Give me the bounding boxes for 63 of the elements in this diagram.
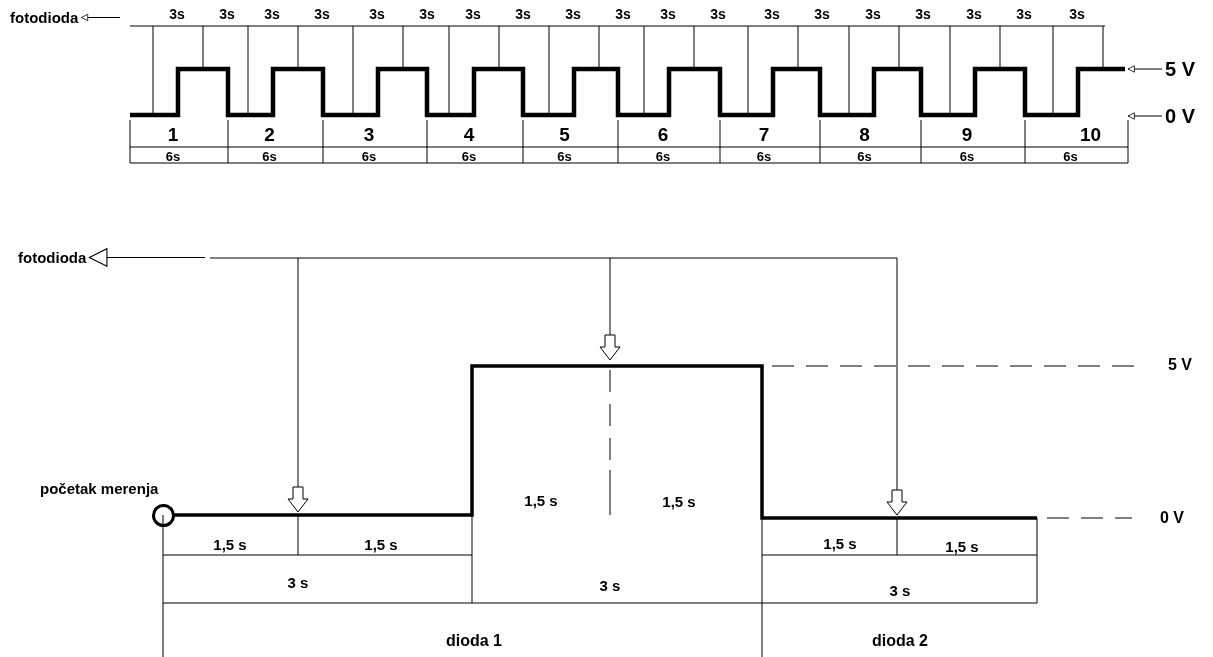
cycle-number: 7: [758, 124, 770, 144]
cycle-number: 6: [657, 124, 669, 144]
time-label: 6s: [959, 149, 975, 163]
time-label: 6s: [165, 149, 181, 163]
time-label: 6s: [262, 149, 277, 163]
time-label: 3s: [865, 7, 881, 21]
cycle-number: 8: [859, 124, 870, 144]
cycle-number: 2: [264, 124, 275, 144]
cycle-number: 10: [1079, 124, 1102, 144]
time-label: 3s: [660, 7, 676, 21]
time-label: 6s: [461, 149, 477, 163]
start-label: početak merenja: [40, 481, 159, 496]
time-label: 6s: [857, 149, 872, 163]
time-label: 3s: [419, 7, 435, 21]
voltage-label: 5 V: [1165, 59, 1196, 79]
time-label: 3s: [814, 7, 830, 21]
time-label: 3s: [615, 7, 631, 21]
time-label: 6s: [756, 149, 772, 163]
duration-label: 1,5 s: [823, 535, 857, 551]
time-label: 6s: [361, 149, 377, 163]
duration-label: 1,5 s: [213, 536, 247, 552]
time-label: 3s: [764, 7, 780, 21]
time-label: 6s: [1063, 149, 1078, 163]
cycle-number: 4: [463, 124, 475, 144]
start-marker-circle: [152, 504, 175, 527]
time-label: 6s: [655, 149, 671, 163]
time-label: 3s: [169, 7, 185, 21]
duration-label: 3 s: [599, 577, 621, 593]
arrow: [80, 13, 121, 22]
time-label: 3s: [369, 7, 385, 21]
time-label: 6s: [557, 149, 572, 163]
section-label: dioda 2: [872, 633, 928, 649]
sensor-label: fotodioda: [10, 10, 79, 25]
voltage-label: 5 V: [1168, 357, 1192, 373]
duration-label: 1,5 s: [945, 538, 979, 554]
cycle-number: 5: [559, 124, 570, 144]
square-waveform: [130, 66, 1125, 118]
duration-label: 1,5 s: [364, 536, 398, 552]
duration-label: 1,5 s: [662, 493, 696, 509]
arrow: [1127, 112, 1163, 120]
time-label: 3s: [465, 7, 481, 21]
arrow: [88, 248, 206, 267]
time-label: 3s: [710, 7, 726, 21]
voltage-label: 0 V: [1160, 510, 1184, 526]
time-label: 3s: [915, 7, 931, 21]
duration-label: 3 s: [889, 582, 911, 598]
time-label: 3s: [1069, 7, 1085, 21]
time-label: 3s: [966, 7, 982, 21]
time-label: 3s: [565, 7, 581, 21]
time-label: 3s: [314, 7, 330, 21]
time-label: 3s: [515, 7, 531, 21]
section-label: dioda 1: [446, 633, 502, 649]
cycle-number: 1: [167, 124, 179, 144]
time-label: 3s: [264, 7, 280, 21]
sensor-label: fotodioda: [18, 250, 87, 265]
time-label: 3s: [1016, 7, 1032, 21]
duration-label: 1,5 s: [524, 492, 558, 508]
arrow: [1127, 65, 1163, 73]
time-label: 3s: [219, 7, 235, 21]
duration-label: 3 s: [287, 574, 309, 590]
cycle-number: 3: [363, 124, 375, 144]
cycle-number: 9: [961, 124, 973, 144]
voltage-label: 0 V: [1165, 106, 1196, 126]
